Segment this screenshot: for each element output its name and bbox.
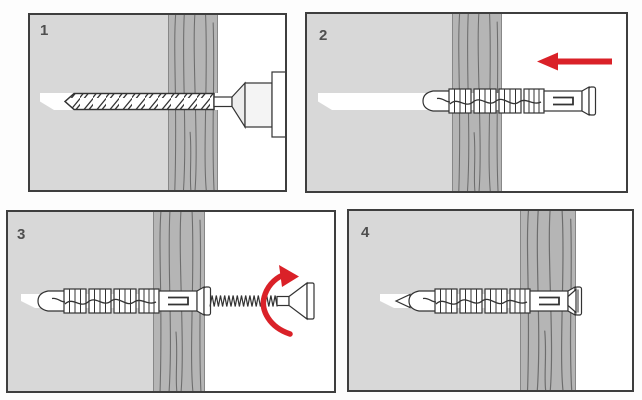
wall-anchor-icon <box>408 286 583 316</box>
rotation-arrow-icon <box>260 265 299 337</box>
step-panel-2: 2 <box>305 12 628 193</box>
drill-bit-icon <box>64 92 233 111</box>
panel-illustration-finished <box>347 209 634 392</box>
step-number: 3 <box>17 226 26 243</box>
panel-frame <box>347 209 634 392</box>
panel-illustration-drilling <box>28 13 287 192</box>
push-arrow-left-icon <box>537 52 612 71</box>
step-panel-4: 4 <box>347 209 634 392</box>
screw-head <box>567 288 579 314</box>
step-panel-3: 3 <box>6 210 336 393</box>
step-number: 2 <box>319 27 328 44</box>
panel-frame <box>305 12 628 193</box>
screw-head <box>288 281 308 321</box>
wall-exterior <box>576 209 634 392</box>
drill-chuck <box>231 71 287 138</box>
panel-illustration-drive-screw <box>6 210 336 393</box>
step-number: 4 <box>361 224 370 241</box>
step-panel-1: 1 <box>28 13 287 192</box>
wall-anchor-icon <box>422 86 597 116</box>
panel-illustration-insert-anchor <box>305 12 628 193</box>
screw-icon <box>209 281 315 321</box>
step-number: 1 <box>40 22 49 39</box>
panel-frame <box>28 13 287 192</box>
wall-anchor-icon <box>37 286 212 316</box>
screw-shank <box>276 295 290 307</box>
panel-frame <box>6 210 336 393</box>
